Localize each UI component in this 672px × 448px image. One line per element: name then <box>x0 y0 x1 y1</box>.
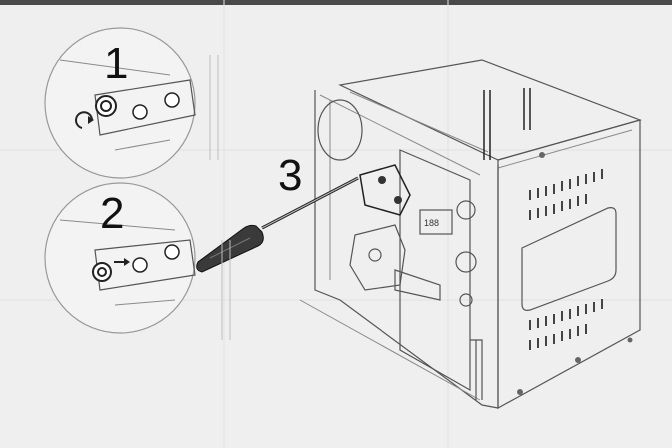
step-label-1: 1 <box>104 39 128 88</box>
boiler-unit: 188 <box>299 59 642 410</box>
vent-slots <box>529 169 603 350</box>
bracket <box>359 164 411 216</box>
knob-lower <box>455 251 477 273</box>
detail-view-1: 1 <box>44 27 196 179</box>
top-border <box>0 0 672 5</box>
display-readout: 188 <box>424 218 439 228</box>
control-display <box>419 209 453 235</box>
side-window <box>521 207 617 311</box>
detail-view-2: 2 <box>44 182 196 334</box>
rotate-arrow-icon <box>75 111 93 129</box>
knob-upper <box>456 200 476 220</box>
step-label-2: 2 <box>100 189 124 238</box>
leader-lines <box>209 55 231 340</box>
gas-valve <box>349 224 406 291</box>
step-label-3: 3 <box>278 151 302 200</box>
